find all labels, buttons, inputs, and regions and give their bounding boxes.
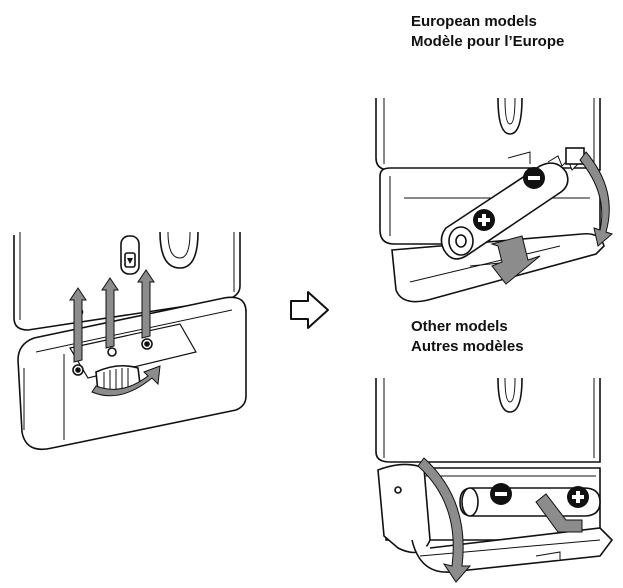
battery-plus-icon [567, 486, 589, 508]
lift-arrow-icon [69, 269, 155, 363]
european-model-illustration [375, 97, 605, 303]
caption-other-line1: Other models [411, 318, 508, 335]
battery-plus-icon [473, 209, 495, 231]
caption-european-line2: Modèle pour l’Europe [411, 33, 565, 50]
lid-close-arrow-icon [417, 457, 472, 583]
left-device-illustration [13, 231, 247, 451]
caption-european-models: European models Modèle pour l’Europe [411, 12, 564, 52]
lid-open-arrow-icon [579, 151, 613, 247]
battery-minus-icon [523, 167, 545, 189]
caption-european-line1: European models [411, 13, 537, 30]
right-outline-arrow-icon [290, 291, 329, 329]
insert-arrow-icon [535, 493, 583, 533]
battery-minus-icon [490, 483, 512, 505]
other-model-illustration [375, 377, 614, 573]
insert-arrow-icon [490, 235, 541, 285]
caption-other-line2: Autres modèles [411, 338, 524, 355]
rotate-arrow-icon [91, 365, 161, 397]
caption-other-models: Other models Autres modèles [411, 317, 524, 357]
